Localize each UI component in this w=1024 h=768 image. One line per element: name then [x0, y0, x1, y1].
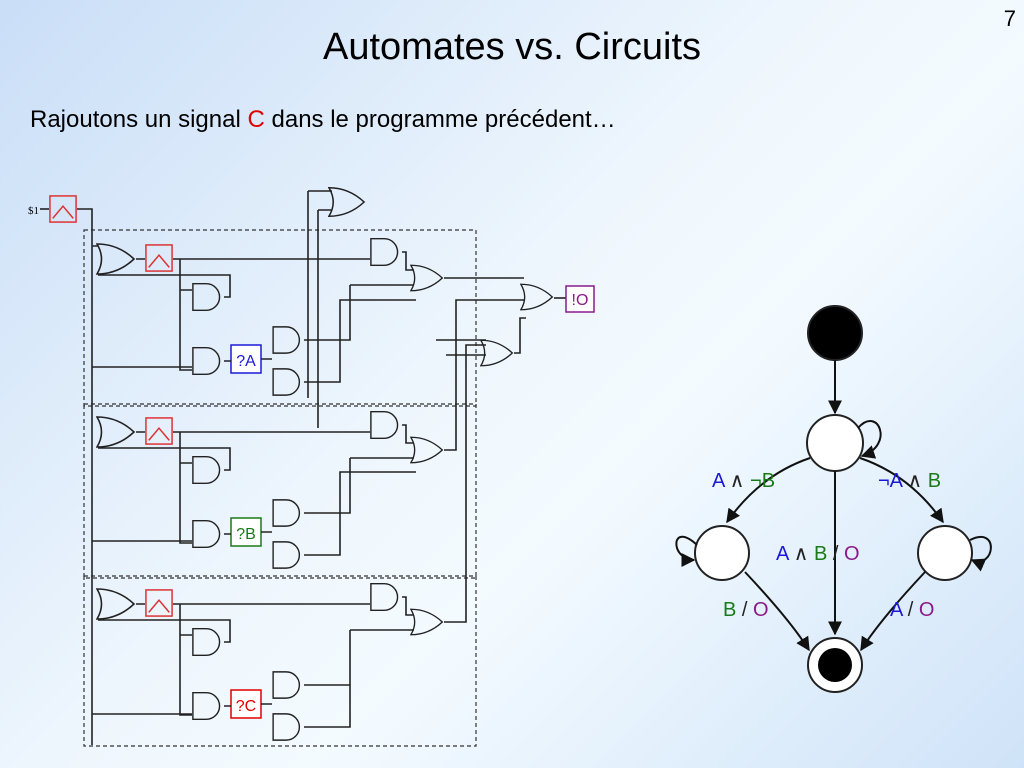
test-c-label: ?C — [236, 698, 256, 715]
page-title: Automates vs. Circuits — [323, 26, 701, 68]
output-or-gate — [520, 282, 554, 312]
block-a — [83, 229, 477, 407]
edge-bottom-right-label: A / O — [890, 599, 934, 621]
inner-or-gate — [480, 339, 514, 367]
and-gate — [192, 455, 221, 485]
block-c — [83, 575, 477, 747]
or-gate — [96, 243, 135, 275]
block-b-gates: ?B — [92, 299, 524, 569]
initial-state — [807, 305, 863, 361]
pause-register — [145, 244, 173, 272]
and-gate — [192, 519, 221, 549]
top-or-gate — [328, 186, 366, 218]
and-gate — [192, 282, 221, 312]
and-gate — [192, 346, 221, 376]
and-gate — [272, 499, 301, 527]
pause-register — [145, 417, 173, 445]
subtitle-after: dans le programme précédent… — [264, 106, 616, 133]
state-left — [694, 525, 750, 581]
start-register — [49, 195, 77, 223]
and-gate — [370, 410, 399, 440]
start-label: $1 — [28, 205, 39, 217]
block-b — [83, 403, 477, 579]
and-gate — [272, 326, 301, 354]
and-gate — [192, 627, 221, 657]
or-gate — [410, 436, 443, 464]
or-gate — [410, 608, 443, 636]
edge-middle-label: A ∧ B / O — [776, 543, 860, 565]
subtitle-before: Rajoutons un signal — [30, 106, 248, 133]
and-gate — [272, 713, 301, 741]
edge-left-label: A ∧ ¬B — [712, 470, 775, 492]
test-a-label: ?A — [236, 353, 256, 370]
subtitle: Rajoutons un signal C dans le programme … — [30, 106, 616, 134]
edge-right-label: ¬A ∧ B — [878, 470, 941, 492]
and-gate — [192, 691, 221, 721]
test-b-label: ?B — [236, 526, 256, 543]
state-wait — [806, 414, 864, 472]
and-gate — [272, 368, 301, 396]
slide-number: 7 — [1003, 6, 1016, 31]
or-gate — [96, 588, 135, 620]
subtitle-signal: C — [247, 106, 265, 133]
test-c-box — [230, 689, 262, 719]
and-gate — [370, 582, 399, 612]
and-gate — [272, 541, 301, 569]
final-state-core — [818, 648, 852, 682]
and-gate — [272, 671, 301, 699]
edge-bottom-left-label: B / O — [723, 599, 769, 621]
or-gate — [410, 264, 443, 292]
automaton-graph: A ∧ ¬B ¬A ∧ B A ∧ B / O B / O A / O — [675, 305, 992, 693]
emit-o-box — [565, 285, 595, 313]
state-right — [917, 525, 973, 581]
circuit-diagram: $1 ?A — [28, 186, 595, 747]
block-c-gates: ?C — [92, 344, 486, 741]
block-a-gates: ?A — [92, 237, 524, 396]
or-gate — [96, 416, 135, 448]
test-a-box — [230, 344, 262, 374]
and-gate — [370, 237, 399, 267]
pause-register — [145, 589, 173, 617]
emit-o-label: !O — [572, 292, 589, 309]
